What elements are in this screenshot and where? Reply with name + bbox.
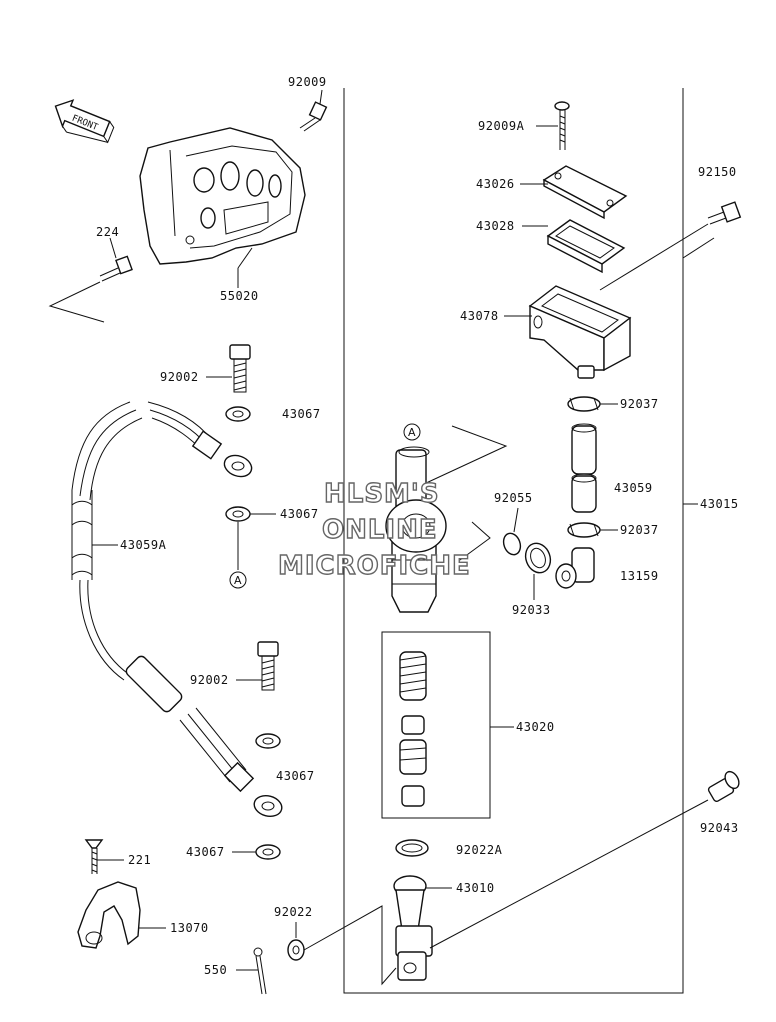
label-43026: 43026 [476, 177, 515, 191]
assembly-frame [343, 88, 684, 994]
label-43028: 43028 [476, 219, 515, 233]
label-92150: 92150 [698, 165, 737, 179]
diaphragm-43028 [546, 219, 626, 274]
bolt-224 [99, 255, 133, 282]
bolt-92150 [707, 201, 742, 225]
push-rod-43010 [393, 875, 433, 981]
o-ring-92055 [502, 532, 522, 556]
hose-protector-43059A [71, 490, 93, 580]
screw-221 [84, 839, 104, 874]
hose-clamp-92037-bottom [567, 522, 601, 538]
label-92055: 92055 [494, 491, 533, 505]
hose-upper [71, 401, 253, 501]
bolt-92009 [299, 101, 328, 132]
label-92022: 92022 [274, 905, 313, 919]
label-92009: 92009 [288, 75, 327, 89]
screw-92009A [554, 101, 570, 150]
label-221: 221 [128, 853, 151, 867]
banjo-bolt-92002-bottom [257, 641, 279, 691]
pin-92043 [707, 770, 740, 803]
label-550: 550 [204, 963, 227, 977]
callout-a-lower-label: A [234, 574, 242, 587]
label-13159: 13159 [620, 569, 659, 583]
label-92037-bottom: 92037 [620, 523, 659, 537]
master-cylinder-body [385, 446, 447, 613]
banjo-bolt-92002-top [229, 344, 251, 393]
washer-43067-1 [225, 406, 251, 422]
callout-a-upper-label: A [408, 426, 416, 439]
watermark: HLSM'S ONLINE MICROFICHE [277, 478, 471, 581]
circlip-92033 [524, 542, 552, 574]
reservoir-body-43078 [528, 285, 632, 379]
label-43059A: 43059A [120, 538, 167, 552]
part-labels: 92009 224 55020 92002 43067 43067 43059A… [96, 75, 739, 977]
label-224: 224 [96, 225, 119, 239]
washer-43067-3 [255, 733, 281, 749]
watermark-line-2: ONLINE [322, 515, 438, 545]
clamp-13070 [77, 881, 141, 949]
callout-a-upper [403, 423, 421, 441]
label-43020: 43020 [516, 720, 555, 734]
heel-guard-plate [139, 127, 306, 265]
label-92037-top: 92037 [620, 397, 659, 411]
circlip-92022A [395, 839, 429, 857]
hose-43059 [571, 423, 597, 475]
watermark-line-3: MICROFICHE [278, 551, 471, 581]
label-43067-4: 43067 [186, 845, 225, 859]
label-43067-3: 43067 [276, 769, 315, 783]
front-direction-arrow: FRONT [54, 99, 115, 144]
piston-kit-43020 [381, 631, 491, 819]
label-92002-bottom: 92002 [190, 673, 229, 687]
label-92022A: 92022A [456, 843, 503, 857]
hose-lower [79, 579, 283, 818]
cotter-pin-550 [253, 947, 267, 995]
label-43059: 43059 [614, 481, 653, 495]
label-92043: 92043 [700, 821, 739, 835]
label-13070: 13070 [170, 921, 209, 935]
reservoir-cap-43026 [542, 165, 628, 220]
watermark-line-1: HLSM'S [324, 479, 440, 509]
label-43010: 43010 [456, 881, 495, 895]
label-92033: 92033 [512, 603, 551, 617]
fitting-13159 [555, 547, 595, 589]
callout-a-lower [229, 571, 247, 589]
label-43067-2: 43067 [280, 507, 319, 521]
label-43078: 43078 [460, 309, 499, 323]
washer-92022 [287, 939, 305, 961]
washer-43067-2 [225, 506, 251, 522]
hose-43059-lower [571, 473, 597, 513]
washer-43067-4 [255, 844, 281, 860]
label-43015: 43015 [700, 497, 739, 511]
label-43067-1: 43067 [282, 407, 321, 421]
label-92009A: 92009A [478, 119, 525, 133]
label-55020: 55020 [220, 289, 259, 303]
hose-clamp-92037-top [567, 396, 601, 412]
label-92002-top: 92002 [160, 370, 199, 384]
